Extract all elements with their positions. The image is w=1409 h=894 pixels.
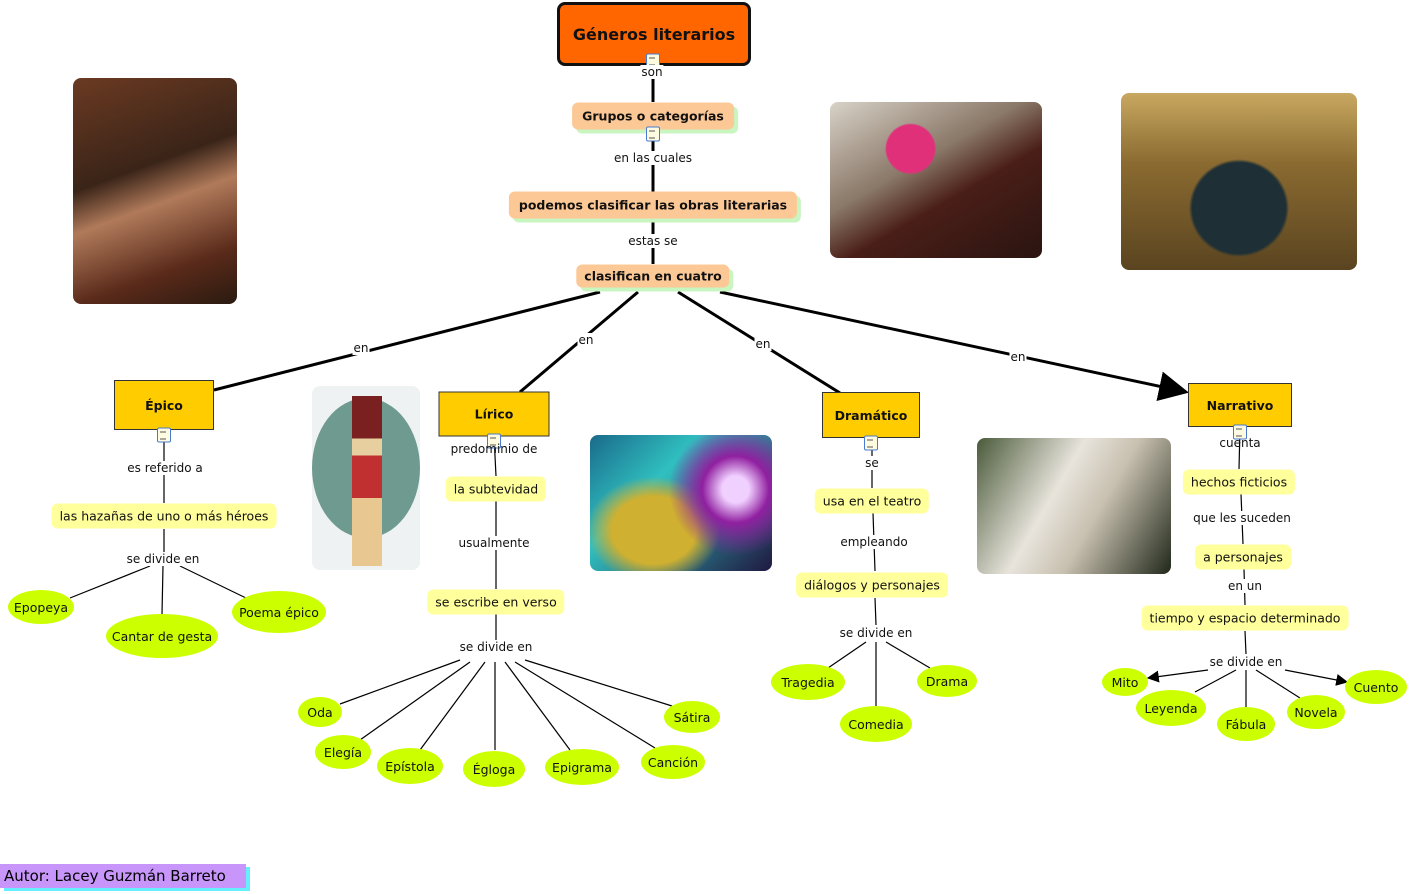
concept-tiempo[interactable]: tiempo y espacio determinado	[1141, 605, 1349, 631]
link-label: en	[577, 333, 595, 347]
troubadour-illustration	[312, 386, 420, 570]
note-icon[interactable]	[487, 433, 501, 449]
poetry-book-rose-image	[830, 102, 1042, 258]
leaf-drama[interactable]: Drama	[917, 665, 977, 697]
concept-podemos[interactable]: podemos clasificar las obras literarias	[508, 191, 798, 219]
leaf-mito[interactable]: Mito	[1102, 668, 1148, 696]
leaf-cantar-de-gesta[interactable]: Cantar de gesta	[106, 614, 218, 658]
carnival-mask-image	[590, 435, 772, 571]
leaf-satira[interactable]: Sátira	[664, 701, 720, 733]
link-label: se divide en	[458, 640, 534, 654]
concept-hechos[interactable]: hechos ficticios	[1182, 469, 1296, 495]
concept-dialogos[interactable]: diálogos y personajes	[796, 572, 948, 598]
leaf-comedia[interactable]: Comedia	[840, 706, 912, 742]
reading-book-image	[977, 438, 1171, 574]
note-icon[interactable]	[1233, 424, 1247, 440]
leaf-poema-epico[interactable]: Poema épico	[232, 591, 326, 633]
link-label: en las cuales	[612, 151, 694, 165]
leaf-oda[interactable]: Oda	[298, 697, 342, 727]
leaf-elegia[interactable]: Elegía	[315, 735, 371, 769]
concept-personajes[interactable]: a personajes	[1195, 544, 1291, 570]
concept-clasifican[interactable]: clasifican en cuatro	[576, 264, 730, 288]
link-label: que les suceden	[1192, 511, 1292, 525]
concept-grupos[interactable]: Grupos o categorías	[572, 102, 734, 130]
leaf-epistola[interactable]: Epístola	[377, 748, 443, 784]
link-label: se divide en	[125, 552, 201, 566]
note-icon[interactable]	[646, 126, 660, 142]
link-label: en	[754, 337, 772, 351]
link-label: usualmente	[457, 536, 531, 550]
link-label: es referido a	[126, 461, 204, 475]
theatre-stage-image	[1121, 93, 1357, 270]
leaf-tragedia[interactable]: Tragedia	[771, 664, 845, 700]
concept-hazanas[interactable]: las hazañas de uno o más héroes	[51, 503, 277, 529]
link-label: cuenta	[1219, 436, 1261, 450]
link-label: en un	[1226, 579, 1264, 593]
leaf-fabula[interactable]: Fábula	[1217, 707, 1275, 741]
leaf-epopeya[interactable]: Epopeya	[8, 590, 74, 624]
link-label: se divide en	[1208, 655, 1284, 669]
link-label: estas se	[627, 234, 679, 248]
leaf-novela[interactable]: Novela	[1287, 695, 1345, 729]
category-dramatico[interactable]: Dramático	[822, 392, 920, 438]
leaf-egloga[interactable]: Égloga	[463, 751, 525, 787]
link-label: se divide en	[838, 626, 914, 640]
link-label: son	[640, 65, 664, 79]
link-label: en	[352, 341, 370, 355]
link-label: empleando	[839, 535, 909, 549]
category-narrativo[interactable]: Narrativo	[1188, 383, 1292, 427]
category-epico[interactable]: Épico	[114, 380, 214, 430]
knight-painting-image	[73, 78, 237, 304]
link-label: se	[864, 456, 880, 470]
leaf-leyenda[interactable]: Leyenda	[1136, 690, 1206, 726]
link-label: en	[1009, 350, 1027, 364]
link-label: predominio de	[450, 442, 538, 456]
concept-subtevidad[interactable]: la subtevidad	[445, 476, 547, 502]
leaf-cuento[interactable]: Cuento	[1345, 670, 1407, 704]
leaf-cancion[interactable]: Canción	[641, 745, 705, 779]
category-lirico[interactable]: Lírico	[438, 391, 550, 437]
concept-teatro[interactable]: usa en el teatro	[814, 488, 930, 514]
leaf-epigrama[interactable]: Epigrama	[545, 749, 619, 785]
author-label: Autor: Lacey Guzmán Barreto	[0, 864, 246, 888]
note-icon[interactable]	[864, 435, 878, 451]
note-icon[interactable]	[157, 427, 171, 443]
concept-verso[interactable]: se escribe en verso	[427, 589, 565, 615]
